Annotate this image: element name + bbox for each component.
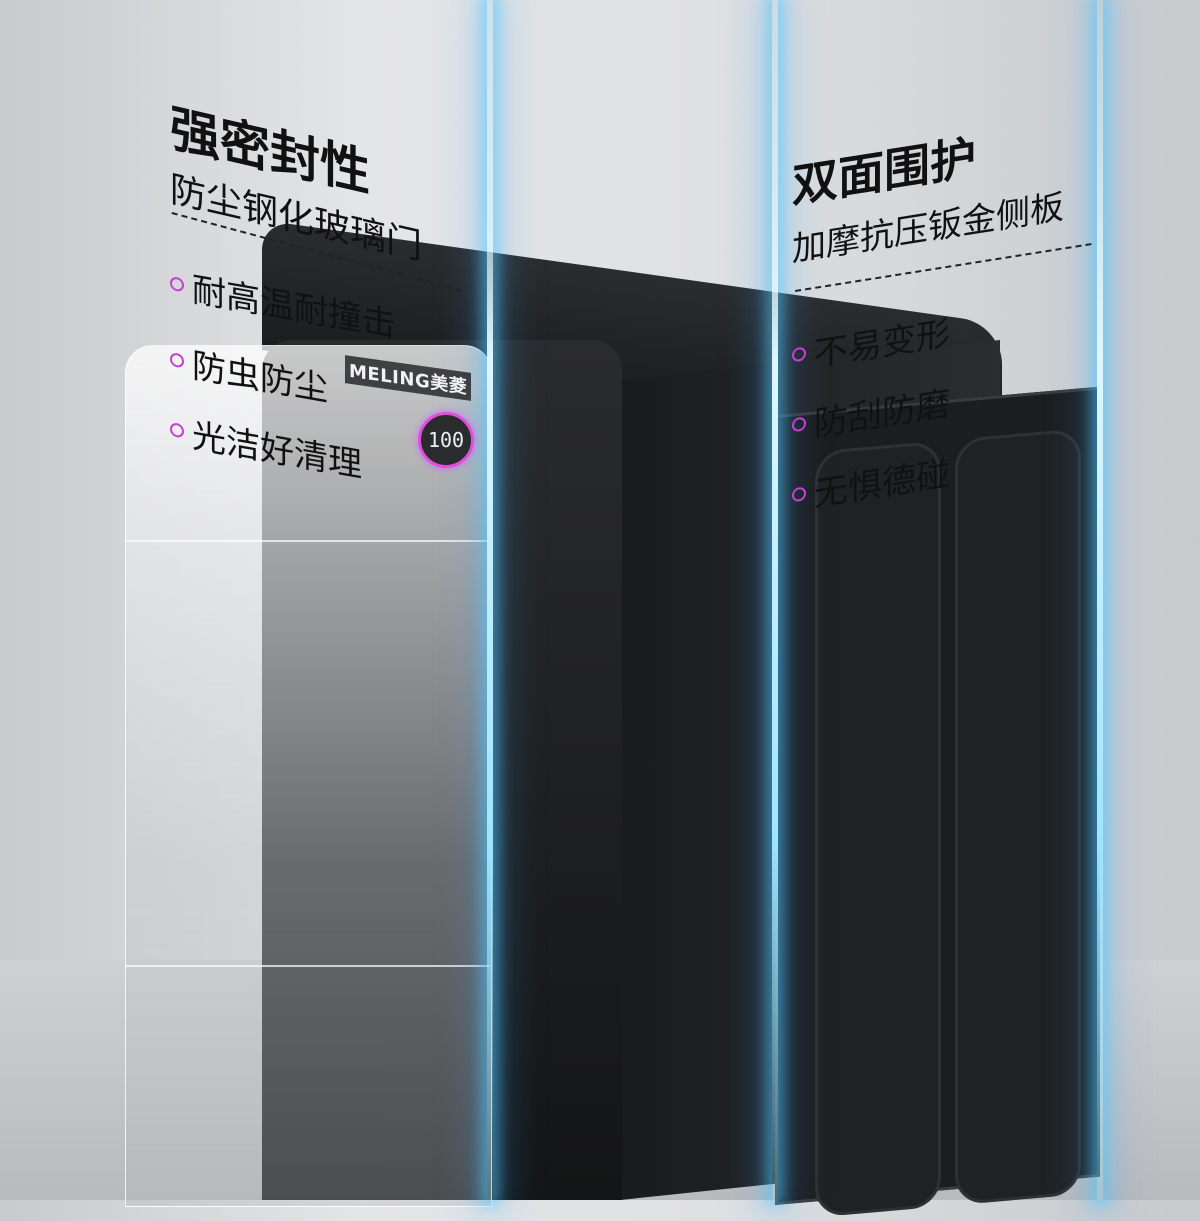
bullet-ring-icon [170,275,184,292]
bullet-ring-icon [170,421,184,438]
light-beam [487,0,493,1200]
light-beam [772,0,778,1200]
bullet-ring-icon [792,345,806,363]
bullet-ring-icon [792,415,806,433]
glass-door [125,345,492,1207]
panel-rib [955,428,1081,1206]
temperature-display: 100 [418,412,474,468]
bullet-ring-icon [170,351,184,368]
glass-seam [125,965,490,967]
bullet-ring-icon [792,485,806,503]
glass-seam [125,540,490,542]
light-beam [1097,0,1103,1200]
panel-rib [815,440,941,1218]
